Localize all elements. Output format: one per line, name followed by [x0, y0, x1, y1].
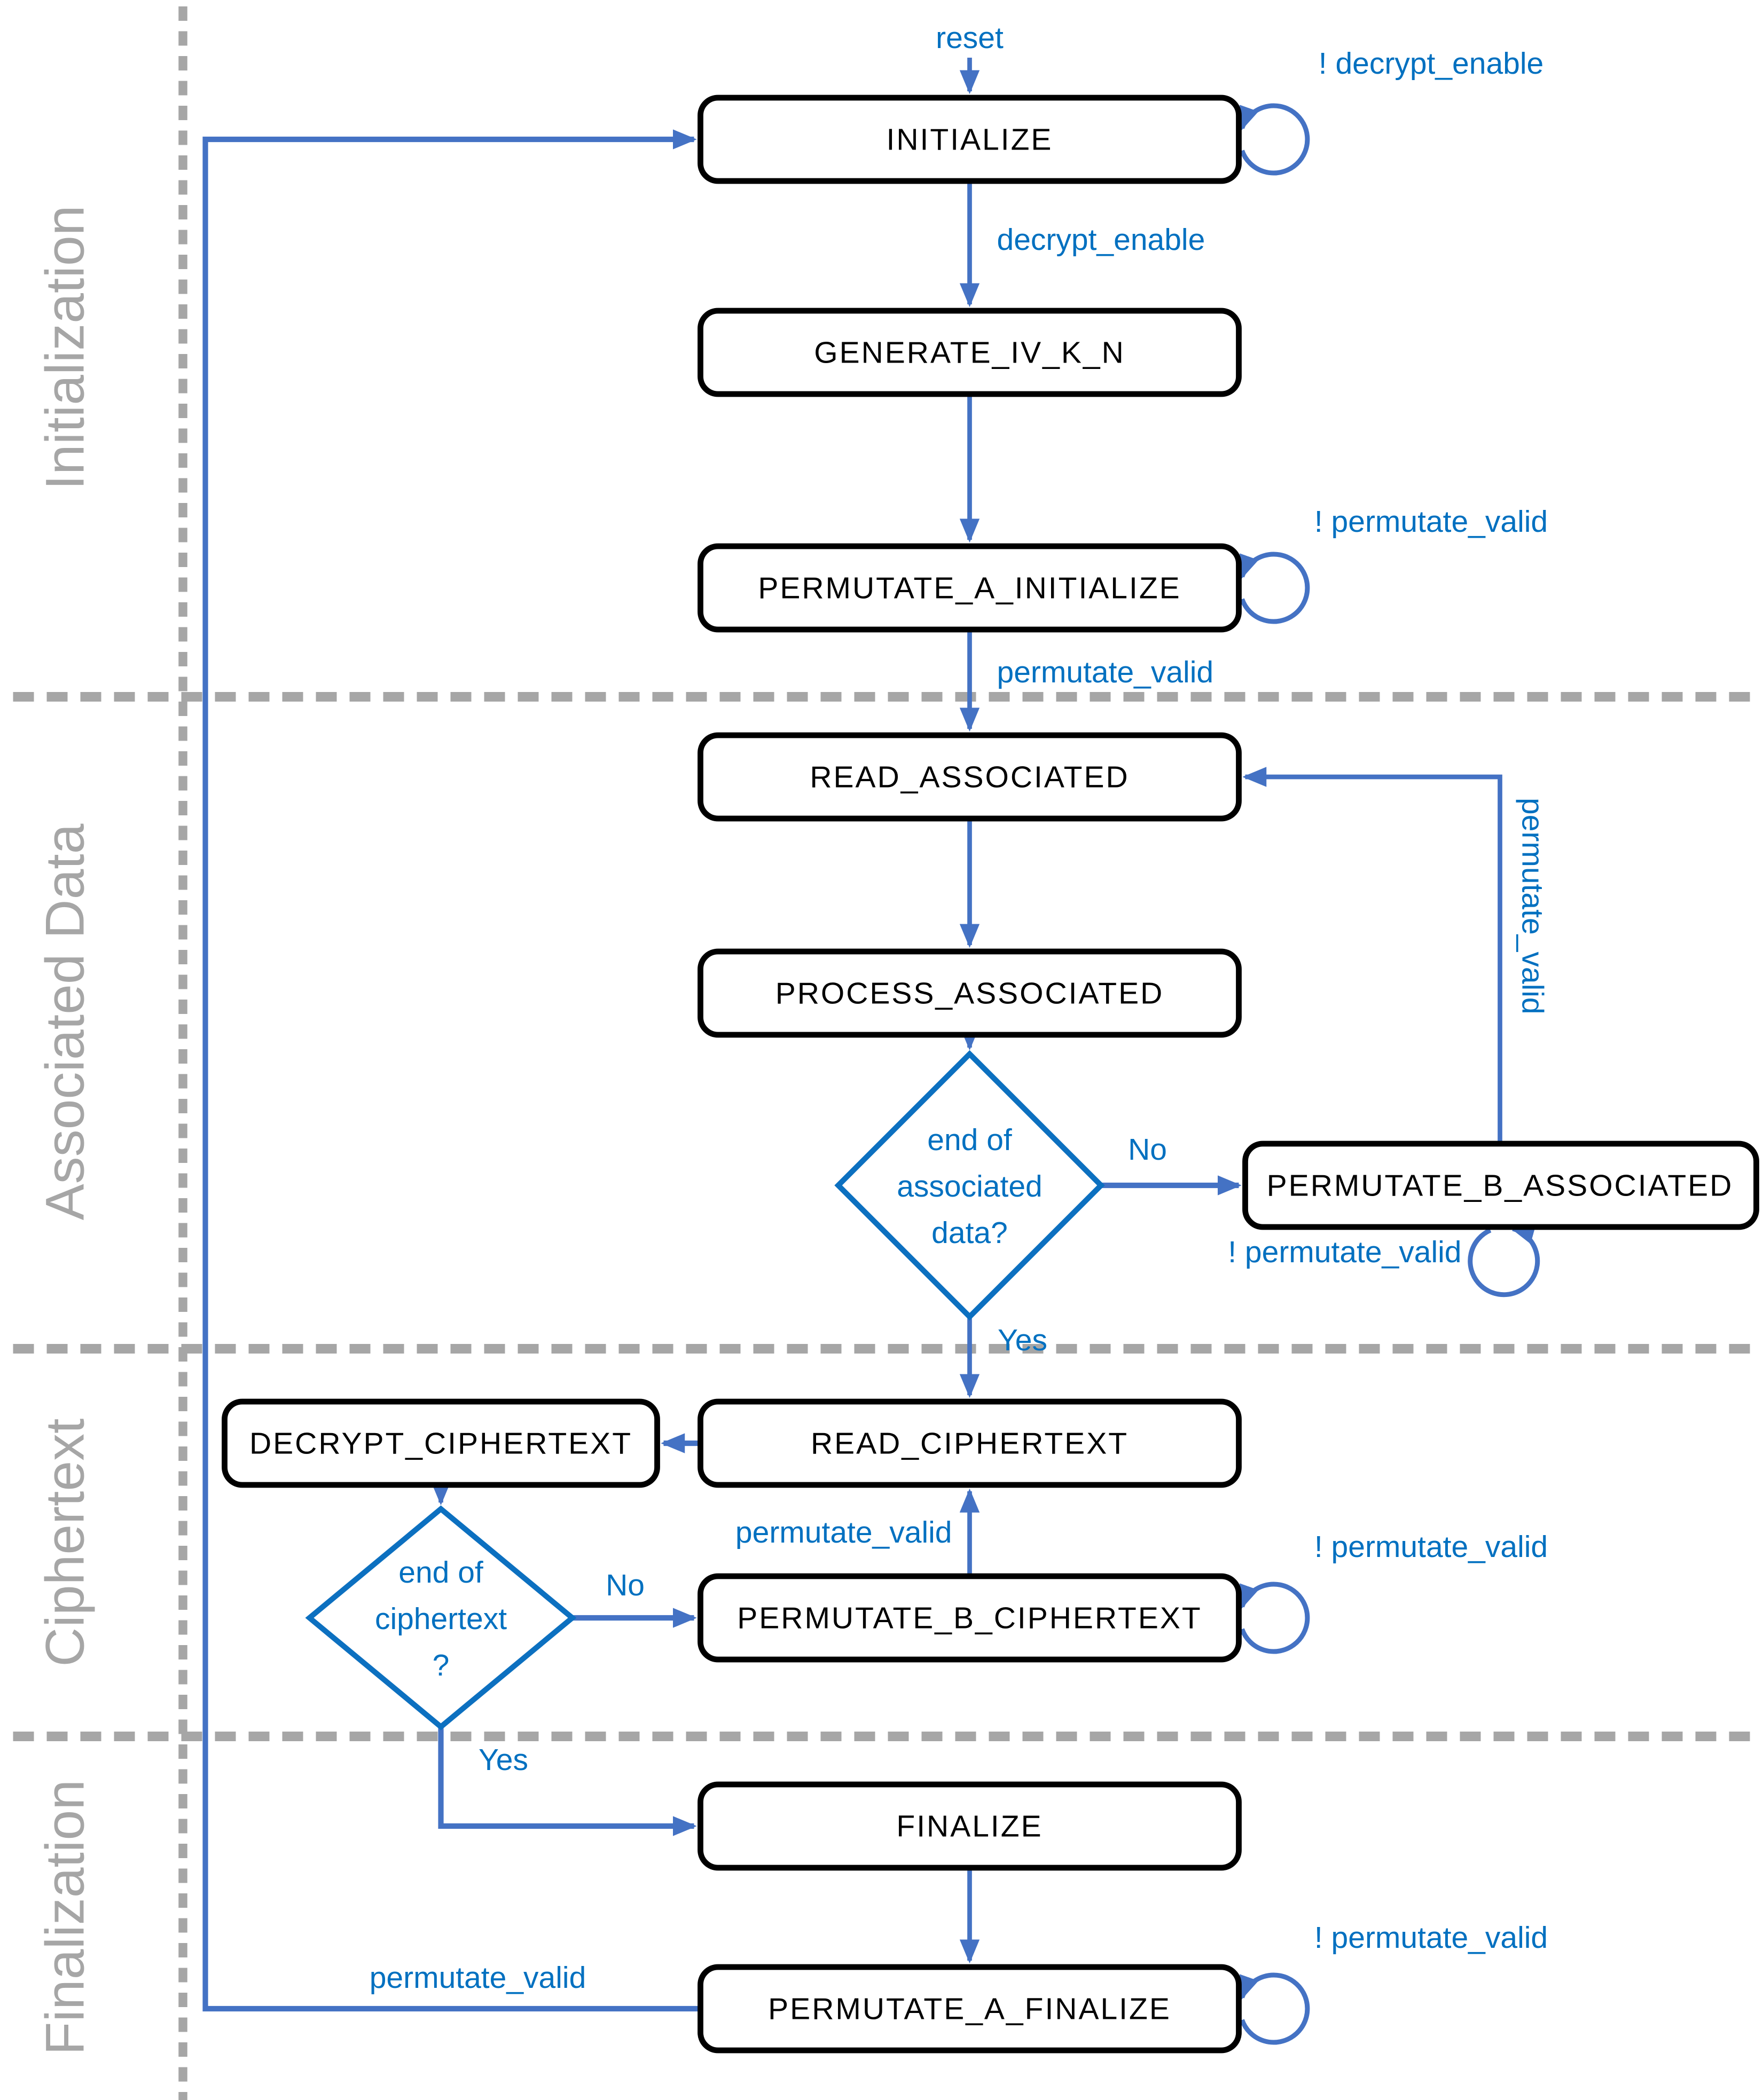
label-not-permutate-valid-finalize: ! permutate_valid [1314, 1921, 1548, 1955]
label-not-decrypt-enable: ! decrypt_enable [1319, 46, 1543, 81]
state-label: PERMUTATE_A_INITIALIZE [758, 571, 1181, 605]
state-label: READ_CIPHERTEXT [811, 1427, 1129, 1461]
state-label: FINALIZE [896, 1810, 1043, 1844]
decision-text-line: associated [897, 1169, 1043, 1204]
section-label-associated-data: Associated Data [35, 823, 96, 1220]
state-label: GENERATE_IV_K_N [814, 336, 1125, 370]
label-not-permutate-valid-ciphertext: ! permutate_valid [1314, 1530, 1548, 1564]
label-yes-associated: Yes [998, 1323, 1047, 1357]
label-permutate-valid-associated: permutate_valid [1516, 798, 1550, 1014]
state-label: PERMUTATE_B_CIPHERTEXT [737, 1601, 1202, 1635]
label-permutate-valid-ciphertext: permutate_valid [735, 1515, 952, 1550]
decision-text-line: end of [398, 1555, 483, 1590]
self-loop-permutate-b-associated [1468, 1224, 1540, 1297]
decision-text-line: ? [433, 1648, 450, 1682]
state-generate-iv-k-n: GENERATE_IV_K_N [698, 308, 1242, 397]
edge-decision-yes-finalize [438, 1727, 697, 1836]
state-label: PROCESS_ASSOCIATED [775, 977, 1164, 1011]
state-read-ciphertext: READ_CIPHERTEXT [698, 1398, 1242, 1488]
self-loop-permutate-b-ciphertext [1240, 1582, 1310, 1654]
state-permutate-a-initialize: PERMUTATE_A_INITIALIZE [698, 543, 1242, 633]
state-permutate-b-ciphertext: PERMUTATE_B_CIPHERTEXT [698, 1573, 1242, 1663]
self-loop-initialize [1240, 103, 1310, 176]
state-permutate-a-finalize: PERMUTATE_A_FINALIZE [698, 1964, 1242, 2054]
self-loop-permutate-a-finalize [1240, 1972, 1310, 2045]
edge-permutate-b-associated-read-associated [1242, 767, 1502, 1144]
section-label-ciphertext: Ciphertext [35, 1419, 96, 1667]
label-yes-ciphertext: Yes [479, 1743, 528, 1777]
decision-end-of-ciphertext: end of ciphertext ? [305, 1505, 577, 1731]
decision-text-line: end of [927, 1123, 1012, 1157]
state-initialize: INITIALIZE [698, 95, 1242, 184]
label-permutate-valid-finalize: permutate_valid [370, 1961, 586, 1995]
state-process-associated: PROCESS_ASSOCIATED [698, 948, 1242, 1038]
label-permutate-valid-initialize: permutate_valid [997, 655, 1214, 689]
label-decrypt-enable: decrypt_enable [997, 223, 1205, 257]
state-finalize: FINALIZE [698, 1781, 1242, 1871]
state-label: PERMUTATE_B_ASSOCIATED [1267, 1169, 1734, 1203]
label-no-ciphertext: No [606, 1568, 645, 1602]
state-read-associated: READ_ASSOCIATED [698, 732, 1242, 822]
decision-text-line: data? [931, 1216, 1008, 1250]
label-not-permutate-valid-associated: ! permutate_valid [1228, 1235, 1461, 1269]
label-not-permutate-valid-initialize: ! permutate_valid [1314, 505, 1548, 539]
state-label: INITIALIZE [887, 123, 1053, 157]
state-label: PERMUTATE_A_FINALIZE [768, 1992, 1171, 2026]
decision-end-of-associated-data: end of associated data? [834, 1050, 1105, 1321]
state-label: DECRYPT_CIPHERTEXT [249, 1427, 632, 1461]
self-loop-permutate-a-initialize [1240, 552, 1310, 624]
section-label-initialization: Initialization [35, 206, 96, 490]
section-label-finalization: Finalization [35, 1780, 96, 2055]
decision-text-line: ciphertext [375, 1602, 507, 1636]
edge-permutate-a-finalize-initialize-feedback [202, 129, 701, 2012]
state-decrypt-ciphertext: DECRYPT_CIPHERTEXT [222, 1398, 660, 1488]
label-reset: reset [936, 21, 1004, 55]
label-no-associated: No [1128, 1132, 1167, 1167]
state-permutate-b-associated: PERMUTATE_B_ASSOCIATED [1242, 1141, 1759, 1230]
state-label: READ_ASSOCIATED [810, 760, 1129, 795]
